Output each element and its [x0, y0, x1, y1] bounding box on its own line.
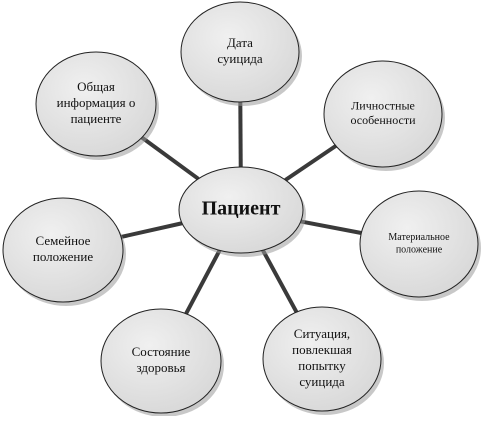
node-health-status-label-line: Состояние — [132, 344, 191, 359]
node-financial-status-label-line: положение — [396, 244, 443, 255]
node-family-status-label-line: положение — [33, 249, 93, 264]
node-personal-traits-label-line: особенности — [350, 113, 416, 127]
node-situation-label-line: Ситуация, — [294, 326, 350, 341]
connector-financial-status — [301, 221, 362, 233]
node-situation-label-line: повлекшая — [292, 342, 352, 357]
connector-general-info — [142, 138, 198, 179]
node-situation-label-line: попытку — [298, 358, 346, 373]
node-financial-status-label-line: Материальное — [388, 232, 450, 243]
connector-health-status — [186, 250, 220, 313]
node-general-info-label-line: информация о — [57, 95, 136, 110]
node-personal-traits-label-line: Личностные — [351, 98, 415, 112]
node-health-status-label-line: здоровья — [136, 360, 185, 375]
node-family-status-label-line: Семейное — [36, 233, 91, 248]
node-situation-label-line: суицида — [299, 374, 345, 389]
connector-situation — [263, 250, 297, 312]
center-node-patient: Пациент — [179, 167, 306, 257]
node-suicide-date-label-line: Дата — [227, 35, 253, 50]
connector-personal-traits — [285, 146, 335, 180]
node-general-info-label-line: пациенте — [71, 111, 122, 126]
connector-family-status — [121, 223, 182, 237]
center-node-patient-label-line: Пациент — [202, 198, 281, 220]
node-suicide-date-label-line: суицида — [217, 51, 263, 66]
node-general-info-label-line: Общая — [77, 79, 115, 94]
topic-nodes: ДатасуицидаЛичностныеособенностиМатериал… — [3, 2, 481, 416]
